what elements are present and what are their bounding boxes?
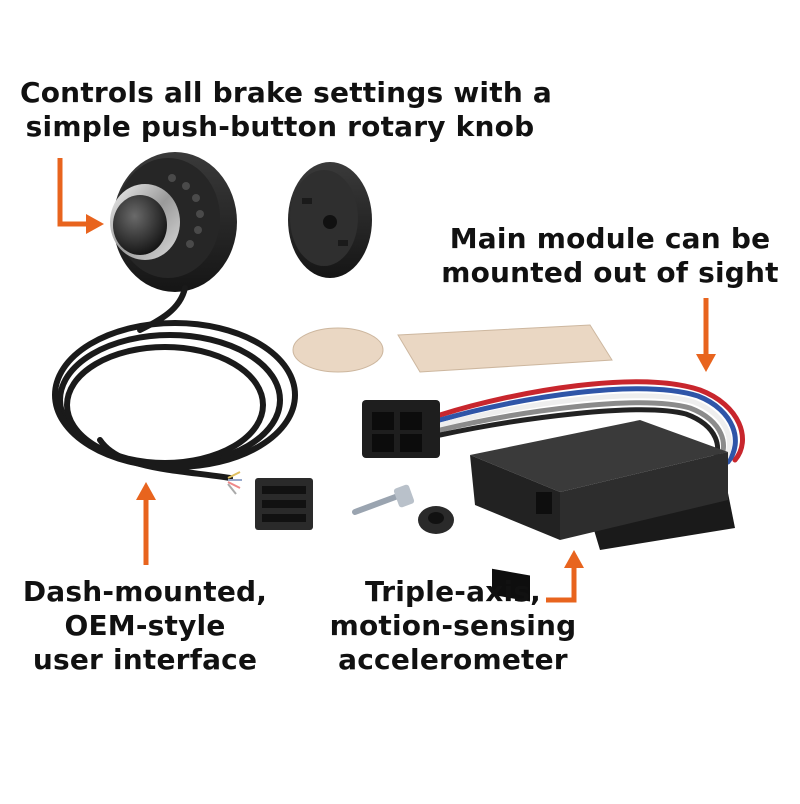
arrow-icon xyxy=(136,482,156,500)
caption-accelerometer-line-1: Triple-axis, xyxy=(365,575,541,608)
caption-interface: Dash-mounted, OEM-style user interface xyxy=(20,575,270,677)
caption-interface-line-2: OEM-style xyxy=(64,609,226,642)
caption-interface-line-1: Dash-mounted, xyxy=(22,575,268,608)
arrow-icon xyxy=(86,214,104,234)
mounting-screw xyxy=(352,484,415,515)
caption-knob: Controls all brake settings with a simpl… xyxy=(20,76,552,144)
rotary-knob xyxy=(110,152,237,292)
wiring-harness xyxy=(437,379,745,471)
knob-cable xyxy=(52,285,298,481)
caption-knob-line-2: simple push-button rotary knob xyxy=(25,110,535,143)
caption-module-line-1: Main module can be xyxy=(449,222,771,255)
caption-accelerometer-line-2: motion-sensing xyxy=(329,609,577,642)
arrow-icon xyxy=(57,158,90,227)
cable-wire-ends xyxy=(227,471,242,495)
caption-module-line-2: mounted out of sight xyxy=(441,256,779,289)
arrow-icon xyxy=(696,354,716,372)
caption-module: Main module can be mounted out of sight xyxy=(440,222,780,290)
mounting-nut xyxy=(418,506,454,534)
adhesive-pads xyxy=(292,324,613,373)
caption-accelerometer: Triple-axis, motion-sensing acceleromete… xyxy=(318,575,588,677)
caption-accelerometer-line-3: accelerometer xyxy=(338,643,568,676)
arrow-icon xyxy=(546,566,577,603)
harness-connector xyxy=(362,400,440,458)
arrow-icon xyxy=(564,550,584,568)
knob-led-ring xyxy=(168,174,204,248)
caption-interface-line-3: user interface xyxy=(32,643,258,676)
caption-knob-line-1: Controls all brake settings with a xyxy=(20,76,552,109)
small-connector xyxy=(255,478,313,530)
main-module xyxy=(470,420,735,602)
mounting-bracket xyxy=(288,162,372,278)
